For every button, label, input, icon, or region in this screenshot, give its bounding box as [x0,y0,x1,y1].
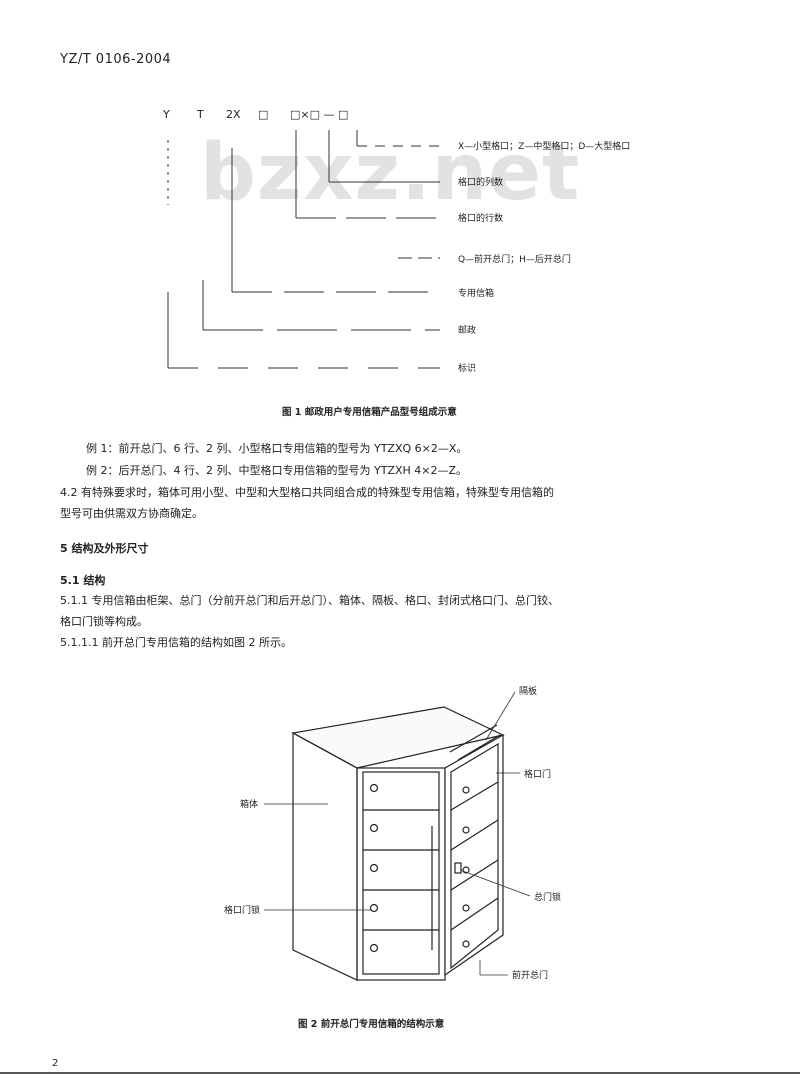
clause-5-1-1-1: 5.1.1.1 前开总门专用信箱的结构如图 2 所示。 [60,636,292,649]
figure2-caption: 图 2 前开总门专用信箱的结构示意 [298,1019,445,1030]
code-part-box: □ [258,108,269,121]
label-box-body: 箱体 [240,800,259,810]
code-part-2x: 2X [226,108,241,121]
example-2: 例 2：后开总门、4 行、2 列、中型格口专用信箱的型号为 YTZXH 4×2—… [86,464,468,477]
label-slot-door-lock: 格口门锁 [224,906,261,916]
figure1-caption: 图 1 邮政用户专用信箱产品型号组成示意 [282,407,457,418]
label-front-door: 前开总门 [512,971,549,981]
example-1: 例 1：前开总门、6 行、2 列、小型格口专用信箱的型号为 YTZXQ 6×2—… [86,442,468,455]
section-5-1-heading: 5.1 结构 [60,574,106,587]
legend-rows: 格口的行数 [458,214,504,224]
code-part-size: □×□ — □ [290,108,349,121]
legend-postal: 邮政 [458,326,477,336]
clause-4-2-line1: 4.2 有特殊要求时，箱体可用小型、中型和大型格口共同组合成的特殊型专用信箱，特… [60,486,554,499]
code-part-y: Y [163,108,170,121]
page-bottom-rule [0,1072,800,1074]
clause-5-1-1-line2: 格口门锁等构成。 [60,615,148,628]
clause-4-2-line2: 型号可由供需双方协商确定。 [60,507,203,520]
legend-columns: 格口的列数 [458,178,504,188]
page-number: 2 [52,1058,59,1069]
legend-dedicated: 专用信箱 [458,289,495,299]
legend-mark: 标识 [458,364,477,374]
legend-door-type: Q—前开总门；H—后开总门 [458,255,571,265]
label-partition: 隔板 [519,687,538,697]
legend-slot-type: X—小型格口；Z—中型格口；D—大型格口 [458,142,631,152]
code-part-t: T [197,108,204,121]
standard-code: YZ/T 0106-2004 [60,52,172,67]
section-5-heading: 5 结构及外形尺寸 [60,542,149,555]
label-main-door-lock: 总门锁 [534,893,562,903]
watermark: bzxz.net [200,128,581,218]
clause-5-1-1-line1: 5.1.1 专用信箱由柜架、总门（分前开总门和后开总门）、箱体、隔板、格口、封闭… [60,594,559,607]
label-slot-door: 格口门 [524,770,552,780]
